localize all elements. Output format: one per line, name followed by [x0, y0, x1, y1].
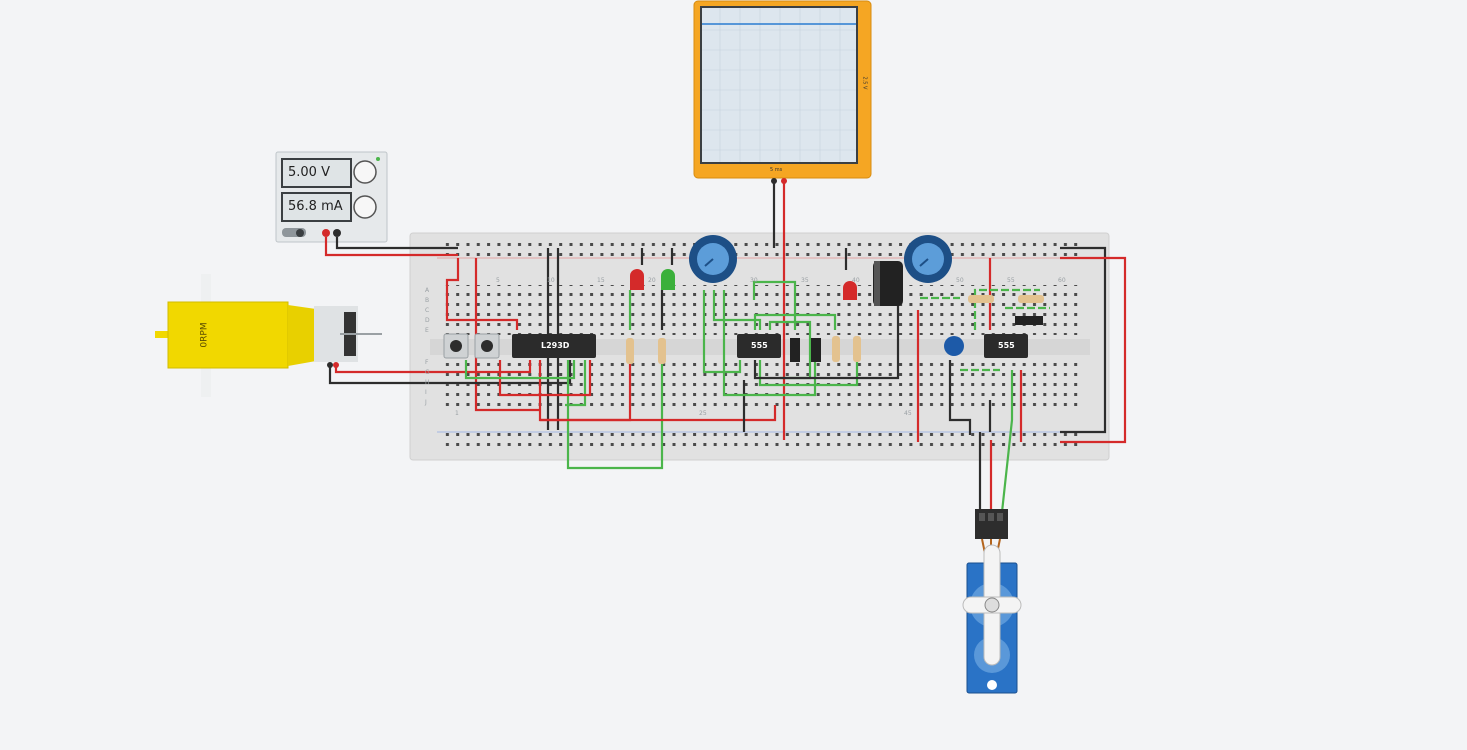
scope-time-label: 5 ms: [770, 167, 783, 173]
diode-2[interactable]: [811, 338, 821, 362]
timer-555-chip-1[interactable]: [737, 334, 781, 358]
motor-rpm-label: 0RPM: [199, 322, 210, 348]
voltage-display: 5.00 V: [281, 158, 352, 188]
timer2-label: 555: [998, 341, 1015, 350]
power-switch-icon[interactable]: [296, 229, 304, 237]
col-number: 15: [597, 277, 605, 284]
col-number: 30: [750, 277, 758, 284]
potentiometers[interactable]: [689, 235, 952, 283]
servo-horn-icon: [984, 597, 1000, 613]
col-number: 25: [699, 410, 707, 417]
push-buttons[interactable]: [443, 333, 500, 359]
red-led-1[interactable]: [630, 269, 644, 290]
col-number: 35: [801, 277, 809, 284]
push-button-2[interactable]: [481, 340, 493, 352]
timer1-label: 555: [751, 341, 768, 350]
timer-555-chip-2[interactable]: [984, 334, 1028, 358]
positive-terminal[interactable]: [322, 229, 330, 237]
dc-motor[interactable]: [155, 274, 382, 397]
scope-volt-label: 2.5 V: [861, 76, 868, 90]
col-number: 5: [496, 277, 500, 284]
red-led-2[interactable]: [843, 281, 857, 300]
leds[interactable]: [630, 269, 857, 300]
col-number: 55: [1007, 277, 1015, 284]
col-number: 50: [956, 277, 964, 284]
green-led[interactable]: [661, 269, 675, 290]
l293d-label: L293D: [541, 341, 570, 350]
col-number: 60: [1058, 277, 1066, 284]
diode-3[interactable]: [1015, 316, 1043, 325]
resistors[interactable]: [626, 295, 1044, 364]
negative-terminal[interactable]: [333, 229, 341, 237]
col-number: 45: [904, 410, 912, 417]
scope-grid: [702, 8, 856, 162]
diode-1[interactable]: [790, 338, 800, 362]
ceramic-capacitor[interactable]: [944, 336, 964, 356]
l293d-chip[interactable]: [512, 334, 596, 358]
oscilloscope[interactable]: [693, 0, 872, 184]
current-knob-icon[interactable]: [353, 195, 377, 219]
col-number: 1: [455, 410, 459, 417]
col-number: 40: [852, 277, 860, 284]
push-button-1[interactable]: [450, 340, 462, 352]
col-number: 20: [648, 277, 656, 284]
col-number: 10: [547, 277, 555, 284]
voltage-knob-icon[interactable]: [353, 160, 377, 184]
servo-motor[interactable]: [962, 509, 1022, 694]
electrolytic-capacitor[interactable]: [873, 261, 903, 306]
current-display: 56.8 mA: [281, 192, 352, 222]
